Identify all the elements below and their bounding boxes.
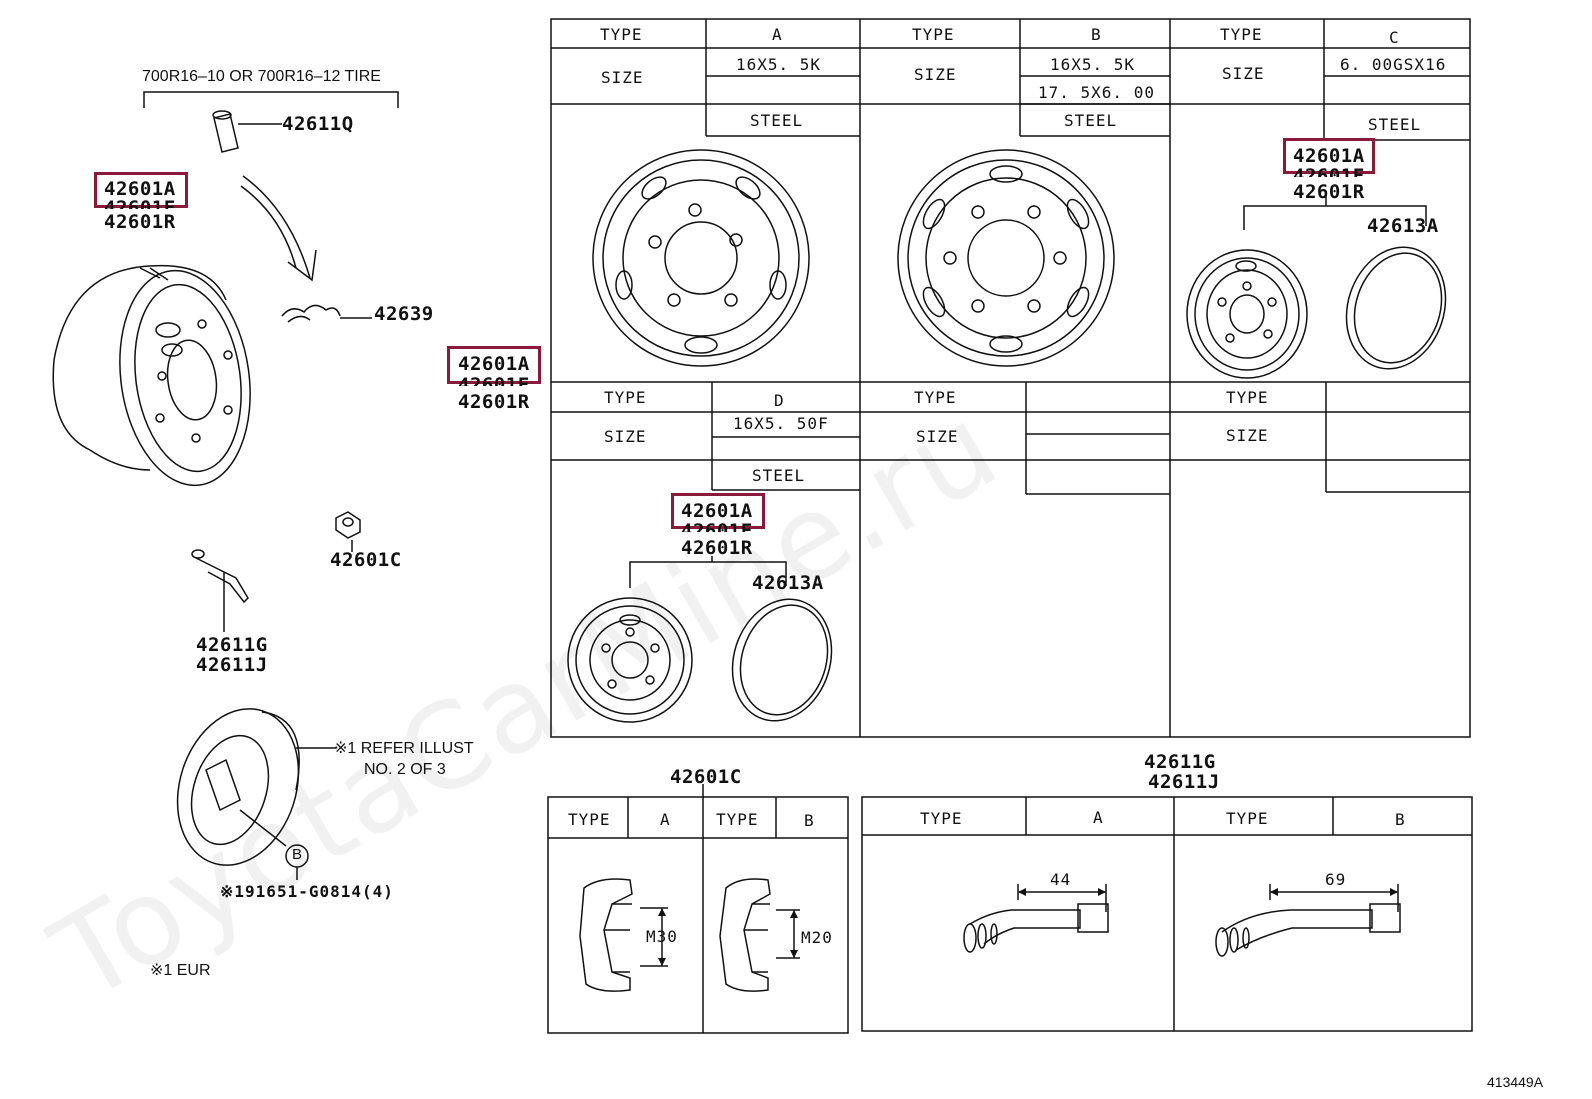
type-value-d: D: [774, 391, 785, 410]
main-wheel-icon: [52, 264, 251, 487]
wheel-type-table-lines: [550, 18, 1471, 738]
size-label-c: SIZE: [1222, 64, 1265, 83]
size-value-d: 16X5. 50F: [733, 414, 829, 433]
valve-table-lines: [861, 796, 1473, 1032]
highlight-box-d: [671, 493, 765, 529]
material-c: STEEL: [1368, 115, 1422, 134]
part-number-42601a-left[interactable]: 42601A: [104, 178, 176, 200]
nut-type-value-a: A: [660, 810, 671, 829]
tire-size-note: 700R16–10 OR 700R16–12 TIRE: [142, 68, 381, 85]
highlight-box-middle: [447, 346, 541, 384]
part-number-42601f-middle[interactable]: 42601F: [458, 374, 530, 386]
part-number-42601r-c[interactable]: 42601R: [1293, 181, 1365, 203]
part-number-42611q[interactable]: 42611Q: [282, 113, 354, 135]
nut-type-label-1: TYPE: [568, 810, 611, 829]
diagram-id: 413449A: [1487, 1074, 1544, 1090]
wheel-type-b-icon: [897, 149, 1115, 367]
part-number-42611j-left[interactable]: 42611J: [196, 654, 268, 676]
type-value-c: C: [1389, 28, 1400, 47]
size-value-b-1: 16X5. 5K: [1050, 55, 1136, 74]
size-label-d: SIZE: [604, 427, 647, 446]
valve-type-value-b: B: [1395, 810, 1406, 829]
nut-type-b-icon: [719, 878, 800, 992]
type-label-a: TYPE: [600, 25, 643, 44]
valve-type-b-icon: [1215, 884, 1401, 957]
part-number-42601a-middle[interactable]: 42601A: [458, 353, 530, 375]
material-b: STEEL: [1064, 111, 1118, 130]
bolt-note[interactable]: ※191651-G0814(4): [220, 882, 394, 901]
rim-ring-d-icon: [731, 598, 833, 722]
wheel-type-c-icon: [1186, 196, 1427, 379]
refer-note-line1: ※1 REFER ILLUST: [334, 740, 474, 757]
size-label-f: SIZE: [1226, 426, 1269, 445]
part-number-42601c-left[interactable]: 42601C: [330, 549, 402, 571]
part-number-42613a-c[interactable]: 42613A: [1367, 215, 1439, 237]
size-label-e: SIZE: [916, 427, 959, 446]
part-number-42601a-c[interactable]: 42601A: [1293, 145, 1365, 167]
part-number-42611g-left[interactable]: 42611G: [196, 634, 268, 656]
type-label-c: TYPE: [1220, 25, 1263, 44]
valve-42611g-icon: [191, 549, 249, 632]
valve-dim-69: 69: [1325, 870, 1347, 889]
type-label-e: TYPE: [914, 388, 957, 407]
nut-table-title[interactable]: 42601C: [670, 766, 742, 788]
highlight-box-c: [1283, 138, 1375, 174]
type-value-b: B: [1091, 25, 1102, 44]
type-label-b: TYPE: [912, 25, 955, 44]
nut-dim-m30: M30: [646, 927, 678, 946]
assembly-arrow: [242, 175, 311, 279]
clip-42639-icon: [281, 304, 372, 323]
valve-type-a-icon: [963, 884, 1109, 953]
size-value-a: 16X5. 5K: [736, 55, 822, 74]
valve-type-value-a: A: [1093, 808, 1104, 827]
highlight-box-left: [94, 172, 188, 208]
wheel-type-d-icon: [567, 556, 787, 723]
type-label-d: TYPE: [604, 388, 647, 407]
nut-42601c-icon: [335, 511, 361, 552]
part-number-42601r-d[interactable]: 42601R: [681, 537, 753, 559]
part-number-42601f-left[interactable]: 42601F: [104, 197, 176, 209]
valve-stem-42611q-icon: [212, 110, 282, 153]
part-number-42639[interactable]: 42639: [374, 303, 434, 325]
eur-note: ※1 EUR: [150, 962, 211, 979]
nut-type-a-icon: [579, 878, 668, 992]
type-label-f: TYPE: [1226, 388, 1269, 407]
part-number-42601r-left[interactable]: 42601R: [104, 211, 176, 233]
refer-note-line2: NO. 2 OF 3: [364, 761, 446, 778]
part-number-42613a-d[interactable]: 42613A: [752, 572, 824, 594]
valve-dim-44: 44: [1050, 870, 1072, 889]
part-number-42601f-c[interactable]: 42601F: [1293, 165, 1365, 177]
nut-dim-m20: M20: [801, 928, 833, 947]
material-d: STEEL: [752, 466, 806, 485]
type-value-a: A: [772, 25, 783, 44]
valve-table-title-2[interactable]: 42611J: [1148, 771, 1220, 793]
size-value-b-2: 17. 5X6. 00: [1038, 83, 1155, 102]
size-value-c: 6. 00GSX16: [1340, 55, 1447, 74]
valve-type-label-1: TYPE: [920, 809, 963, 828]
callout-b-label: B: [292, 846, 303, 863]
part-number-42601f-d[interactable]: 42601F: [681, 520, 753, 532]
material-a: STEEL: [750, 111, 804, 130]
nut-type-value-b: B: [804, 811, 815, 830]
arrow-head: [287, 249, 317, 282]
valve-table-title-1[interactable]: 42611G: [1144, 751, 1216, 773]
nut-type-label-2: TYPE: [716, 810, 759, 829]
size-label-a: SIZE: [601, 68, 644, 87]
nut-table-lines: [547, 784, 849, 1034]
rim-ring-c-icon: [1345, 246, 1447, 370]
size-label-b: SIZE: [914, 65, 957, 84]
part-number-42601r-middle[interactable]: 42601R: [458, 391, 530, 413]
tire-note-bracket: [143, 91, 399, 108]
part-number-42601a-d[interactable]: 42601A: [681, 500, 753, 522]
brake-drum-icon: [176, 708, 336, 880]
wheel-type-a-icon: [592, 149, 810, 367]
valve-type-label-2: TYPE: [1226, 809, 1269, 828]
